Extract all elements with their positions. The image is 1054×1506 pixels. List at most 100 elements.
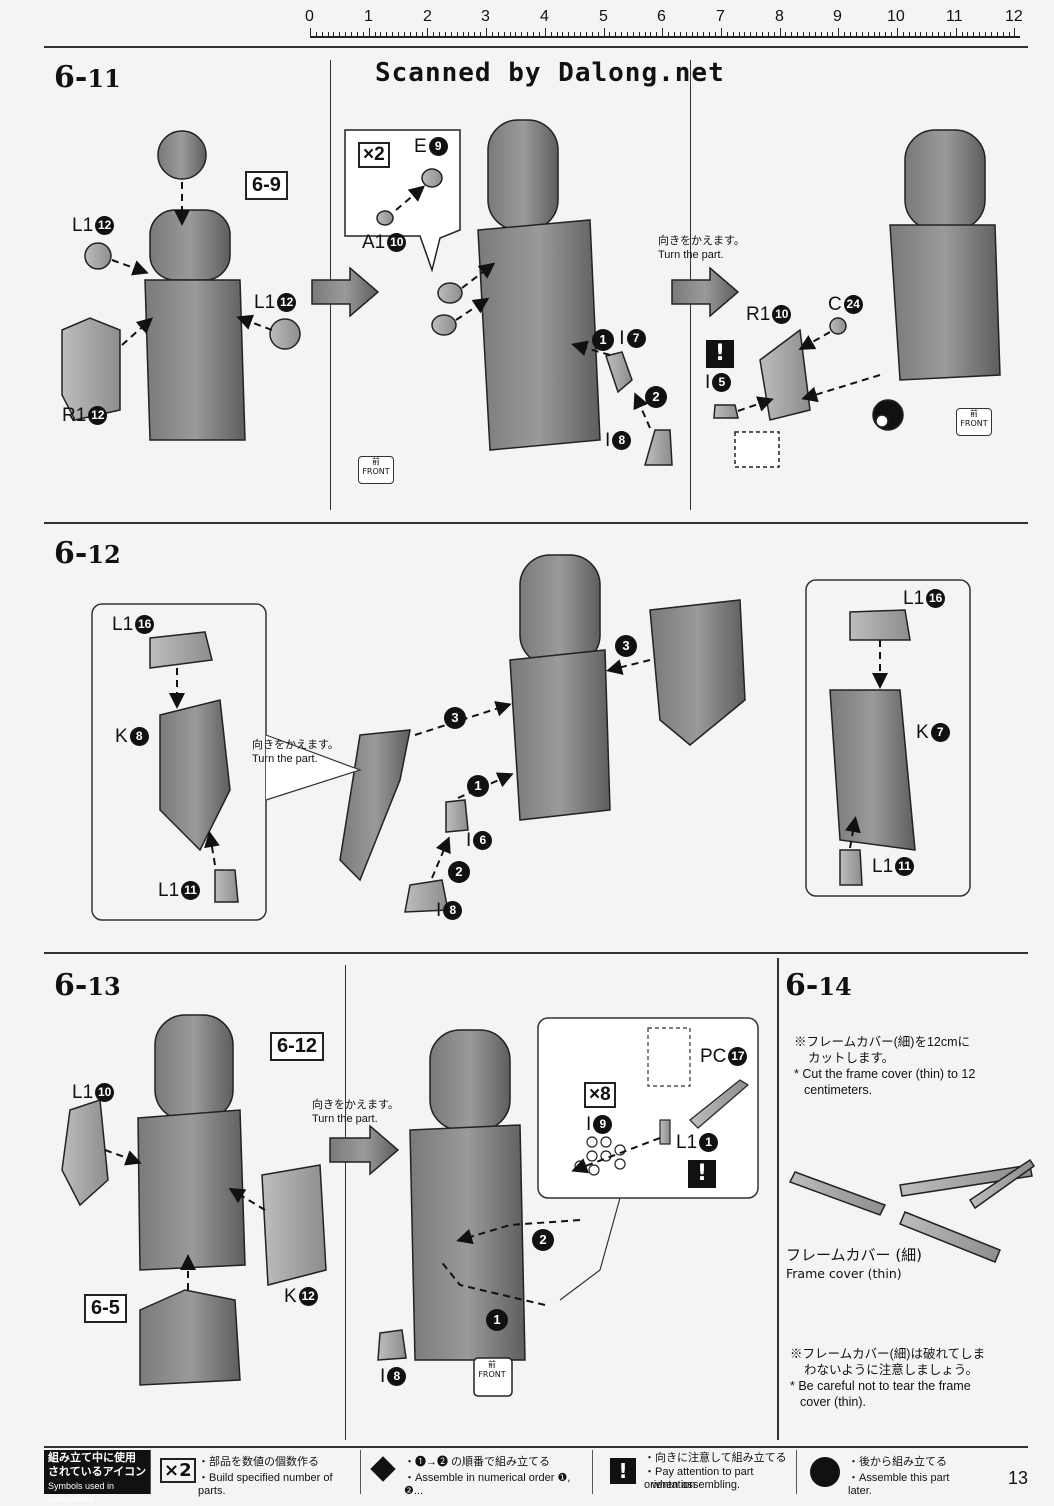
attention-icon: ! — [688, 1160, 716, 1188]
ruler-tick — [949, 32, 951, 36]
ruler-tick — [632, 32, 634, 36]
legend-item-later: ・後から組み立てる ・Assemble this part later. — [800, 1450, 970, 1497]
seq-2: 2 — [532, 1228, 554, 1251]
ruler-num: 10 — [887, 8, 905, 25]
ruler-tick — [709, 32, 711, 36]
ruler-tick — [509, 32, 511, 36]
ruler-tick — [697, 32, 699, 36]
ruler-tick — [679, 32, 681, 36]
ruler-tick — [820, 32, 822, 36]
legend-title: 組み立て中に使用 されているアイコン Symbols used in instr… — [44, 1450, 151, 1504]
ruler-tick — [967, 32, 969, 36]
ruler-tick — [585, 32, 587, 36]
ruler: 0 1 2 3 4 5 6 7 8 9 10 11 12 — [300, 8, 1030, 46]
ruler-tick — [427, 28, 429, 36]
legend-item-multiply: ×2 ・部品を数値の個数作る ・Build specified number o… — [154, 1450, 361, 1497]
ruler-tick — [732, 32, 734, 36]
column-divider — [345, 965, 346, 1440]
ruler-tick — [656, 32, 658, 36]
ruler-tick — [392, 32, 394, 36]
ruler-num: 4 — [540, 8, 549, 25]
frame-cover-label-jp: フレームカバー (細) — [786, 1246, 923, 1264]
ruler-tick — [538, 32, 540, 36]
ruler-num: 3 — [481, 8, 490, 25]
watermark: Scanned by Dalong.net — [375, 58, 725, 88]
ruler-tick — [503, 32, 505, 36]
legend-item-attention: ! ・向きに注意して組み立てる ・Pay attention to part o… — [596, 1450, 797, 1494]
ruler-tick — [515, 32, 517, 36]
step-title-6-14: 6-14 — [785, 968, 852, 1003]
ruler-tick — [902, 32, 904, 36]
order-icon — [370, 1456, 396, 1482]
ruler-tick — [480, 32, 482, 36]
ruler-num: 12 — [1005, 8, 1023, 25]
ruler-tick — [943, 32, 945, 36]
ruler-tick — [797, 32, 799, 36]
step-title-6-11: 6-11 — [54, 60, 121, 95]
ruler-tick — [855, 32, 857, 36]
ruler-tick — [421, 32, 423, 36]
ruler-tick — [779, 28, 781, 36]
turn-note: 向きをかえます。Turn the part. — [252, 739, 339, 765]
icon-legend: 組み立て中に使用 されているアイコン Symbols used in instr… — [44, 1450, 994, 1504]
seq-2: 2 — [448, 860, 470, 883]
attention-icon: ! — [610, 1458, 636, 1484]
ruler-tick — [450, 32, 452, 36]
ruler-tick — [339, 32, 341, 36]
ruler-tick — [761, 32, 763, 36]
section-divider — [44, 952, 1028, 954]
ruler-tick — [638, 32, 640, 36]
ruler-tick — [767, 32, 769, 36]
ruler-tick — [826, 32, 828, 36]
ruler-tick — [333, 32, 335, 36]
ruler-tick — [609, 32, 611, 36]
turn-note: 向きをかえます。Turn the part. — [658, 235, 745, 261]
ruler-tick — [973, 32, 975, 36]
ruler-num: 11 — [946, 8, 963, 25]
frame-cover-label-en: Frame cover (thin) — [786, 1266, 902, 1281]
bottom-divider — [44, 1446, 1028, 1448]
ruler-tick — [873, 32, 875, 36]
section-divider — [44, 522, 1028, 524]
ruler-tick — [673, 32, 675, 36]
ruler-tick — [603, 28, 605, 36]
ruler-tick — [597, 32, 599, 36]
callout-box — [344, 129, 461, 273]
seq-3: 3 — [615, 634, 637, 657]
ruler-num: 1 — [364, 8, 373, 25]
ruler-tick — [1008, 32, 1010, 36]
ruler-tick — [738, 32, 740, 36]
ruler-tick — [691, 32, 693, 36]
ruler-tick — [439, 32, 441, 36]
ruler-tick — [321, 32, 323, 36]
ruler-tick — [650, 32, 652, 36]
assemble-later-icon — [810, 1457, 840, 1487]
ruler-tick — [703, 32, 705, 36]
ruler-tick — [368, 28, 370, 36]
ruler-tick — [985, 32, 987, 36]
ruler-tick — [409, 32, 411, 36]
ref-6-9: 6-9 — [245, 171, 288, 200]
step-title-6-13: 6-13 — [54, 968, 121, 1003]
seq-3: 3 — [444, 706, 466, 729]
ruler-tick — [591, 32, 593, 36]
top-divider — [44, 46, 1028, 48]
next-arrow — [311, 266, 740, 1176]
ruler-tick — [908, 32, 910, 36]
ruler-tick — [932, 32, 934, 36]
